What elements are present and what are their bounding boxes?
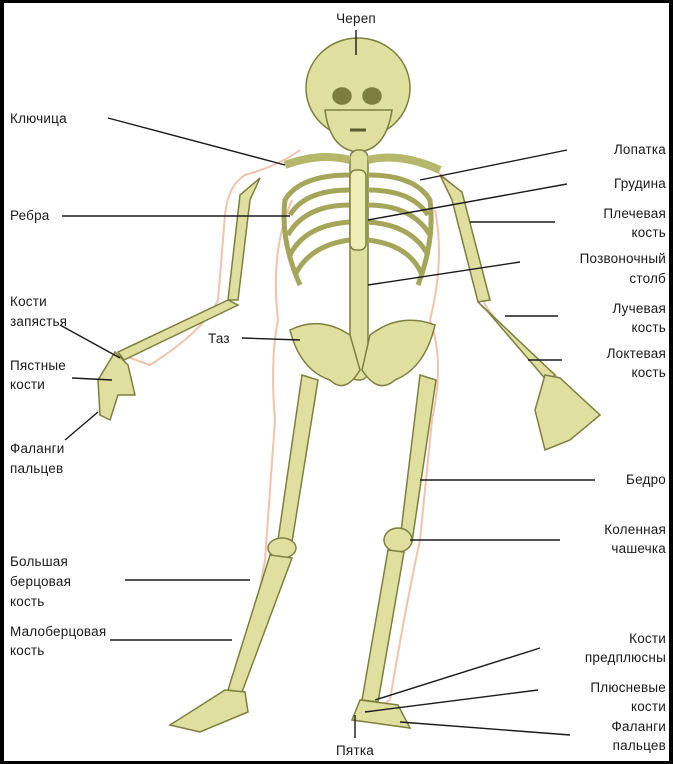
label-fibula-2: кость bbox=[10, 642, 45, 659]
label-sternum: Грудина bbox=[520, 175, 666, 192]
label-radius-1: Лучевая bbox=[520, 300, 666, 317]
label-clavicle: Ключица bbox=[10, 110, 67, 127]
label-carpals-2: запястья bbox=[10, 313, 67, 330]
label-hand-phalanges-2: пальцев bbox=[10, 460, 63, 477]
label-tarsals-1: Кости bbox=[520, 630, 666, 647]
patella bbox=[384, 528, 412, 552]
tibia-left bbox=[228, 555, 292, 692]
humerus-left bbox=[228, 178, 260, 300]
label-radius-2: кость bbox=[520, 319, 666, 336]
label-tibia-1: Большая bbox=[10, 553, 68, 570]
label-calcaneus: Пятка bbox=[310, 742, 400, 759]
label-metacarpals-2: кости bbox=[10, 376, 45, 393]
leader-lines bbox=[60, 30, 595, 738]
label-scapula: Лопатка bbox=[520, 141, 666, 158]
humerus-right bbox=[440, 175, 490, 302]
label-skull: Череп bbox=[318, 10, 394, 27]
label-tarsals-2: предплюсны bbox=[520, 649, 666, 666]
sternum-bone bbox=[350, 170, 366, 250]
foot-right bbox=[352, 700, 410, 728]
label-patella-1: Коленная bbox=[520, 521, 666, 538]
label-tibia-3: кость bbox=[10, 593, 45, 610]
label-carpals-1: Кости bbox=[10, 293, 47, 310]
foot-left bbox=[170, 690, 248, 732]
label-humerus-1: Плечевая bbox=[520, 205, 666, 222]
hand-left bbox=[98, 352, 135, 420]
label-ulna-2: кость bbox=[520, 364, 666, 381]
label-tibia-2: берцовая bbox=[10, 573, 71, 590]
femur-left bbox=[278, 375, 318, 542]
label-foot-phalanges-1: Фаланги bbox=[520, 718, 666, 735]
label-pelvis: Таз bbox=[208, 330, 230, 347]
label-metatarsals-1: Плюсневые bbox=[520, 679, 666, 696]
femur-right bbox=[400, 375, 436, 542]
label-fibula-1: Малоберцовая bbox=[10, 623, 106, 640]
label-patella-2: чашечка bbox=[520, 540, 666, 557]
label-metacarpals-1: Пястные bbox=[10, 357, 66, 374]
label-humerus-2: кость bbox=[520, 224, 666, 241]
label-metatarsals-2: кости bbox=[520, 698, 666, 715]
hand-right bbox=[535, 375, 600, 450]
label-spine-1: Позвоночный bbox=[520, 250, 666, 267]
label-hand-phalanges-1: Фаланги bbox=[10, 440, 64, 457]
label-spine-2: столб bbox=[520, 270, 666, 287]
label-foot-phalanges-2: пальцев bbox=[520, 737, 666, 754]
tibia-right bbox=[362, 550, 404, 702]
label-femur: Бедро bbox=[520, 471, 666, 488]
label-ulna-1: Локтевая bbox=[520, 345, 666, 362]
label-ribs: Ребра bbox=[10, 207, 50, 224]
body-outline bbox=[122, 150, 560, 730]
